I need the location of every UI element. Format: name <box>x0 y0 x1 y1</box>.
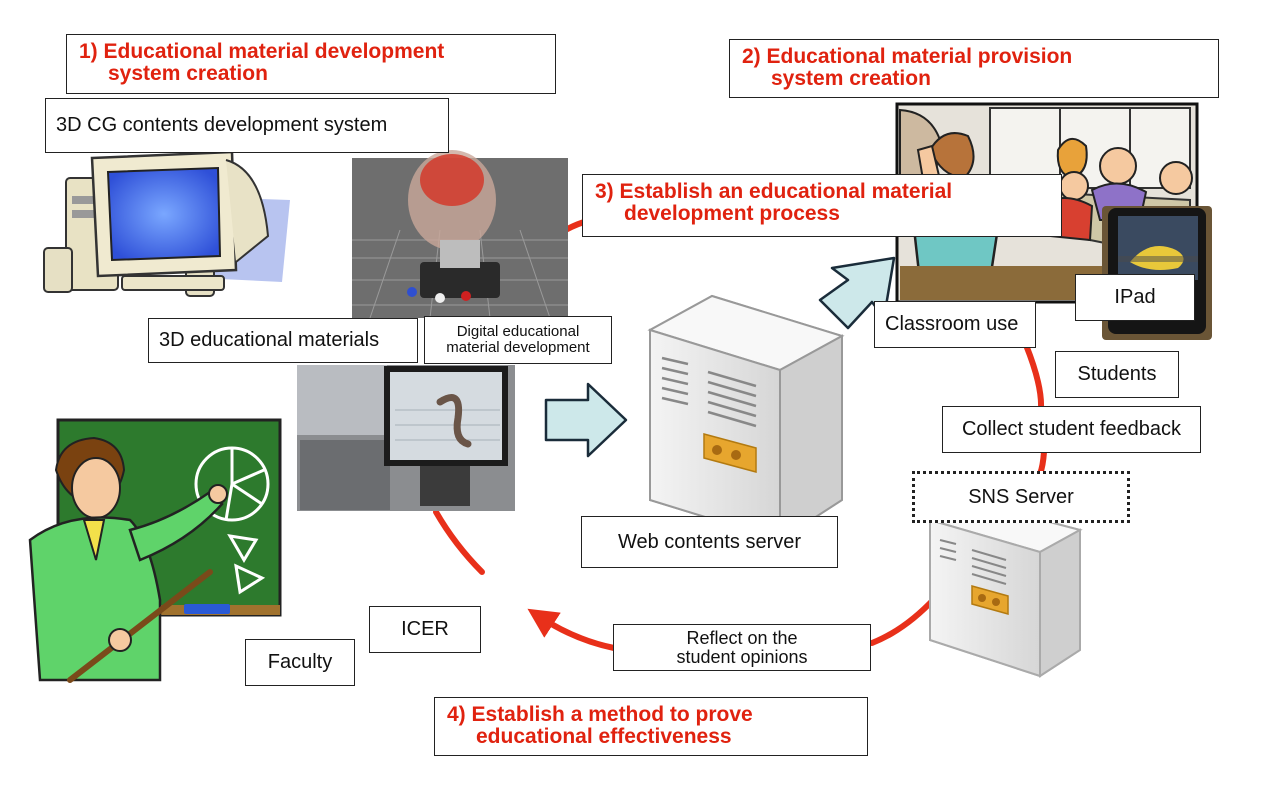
arrow-to-server <box>544 382 628 458</box>
label-cg-system: 3D CG contents development system <box>45 98 449 153</box>
title-line: 1) Educational material development <box>79 40 445 63</box>
label-text: Digital educational <box>456 323 580 341</box>
label-text: 3D CG contents development system <box>56 114 388 136</box>
head-model-render-icon <box>352 150 568 319</box>
label-3d-materials: 3D educational materials <box>148 318 418 363</box>
lab-photo-icon <box>297 365 515 511</box>
title-line: system creation <box>771 67 931 91</box>
label-text: ICER <box>401 618 449 640</box>
label-text: Students <box>1077 363 1157 385</box>
teacher-illustration-icon <box>28 418 282 683</box>
title-line: 3) Establish an educational material <box>595 180 953 203</box>
label-classroom-use: Classroom use <box>874 301 1036 348</box>
title-line: development process <box>624 202 840 226</box>
desktop-computer-icon <box>43 150 290 297</box>
label-web-server: Web contents server <box>581 516 838 568</box>
label-reflect-opinions: Reflect on the student opinions <box>613 624 871 671</box>
label-text: Web contents server <box>617 530 802 553</box>
label-text: IPad <box>1114 286 1156 308</box>
label-text: SNS Server <box>968 485 1074 508</box>
title-provision-system: 2) Educational material provision system… <box>729 39 1219 98</box>
label-text: Collect student feedback <box>961 418 1182 440</box>
label-text: Reflect on the <box>686 627 798 648</box>
title-line: educational effectiveness <box>476 725 732 749</box>
arc-server-to-reflect <box>869 595 938 646</box>
label-ipad: IPad <box>1075 274 1195 321</box>
label-text: Classroom use <box>885 313 1019 335</box>
label-text: student opinions <box>676 646 808 667</box>
title-educational-effectiveness: 4) Establish a method to prove education… <box>434 697 868 756</box>
title-line: 4) Establish a method to prove <box>447 703 753 726</box>
title-development-process: 3) Establish an educational material dev… <box>582 174 1062 237</box>
label-icer: ICER <box>369 606 481 653</box>
label-text: 3D educational materials <box>159 329 380 351</box>
label-text: material development <box>446 339 590 356</box>
label-students: Students <box>1055 351 1179 398</box>
arc-classroom-to-feedback <box>1023 342 1045 411</box>
title-line: 2) Educational material provision <box>742 45 1073 68</box>
label-sns-server: SNS Server <box>912 471 1130 523</box>
server-tower-icon <box>647 294 845 542</box>
arc-dev-lower <box>433 509 485 575</box>
arrow-to-classroom <box>818 256 896 330</box>
label-digital-development: Digital educational material development <box>424 316 612 364</box>
label-text: Faculty <box>267 651 333 673</box>
sns-server-tower-icon <box>927 498 1083 678</box>
arc-reflect-to-icer <box>527 608 617 651</box>
title-development-system: 1) Educational material development syst… <box>66 34 556 94</box>
label-collect-feedback: Collect student feedback <box>942 406 1201 453</box>
label-faculty: Faculty <box>245 639 355 686</box>
title-line: system creation <box>108 62 268 86</box>
